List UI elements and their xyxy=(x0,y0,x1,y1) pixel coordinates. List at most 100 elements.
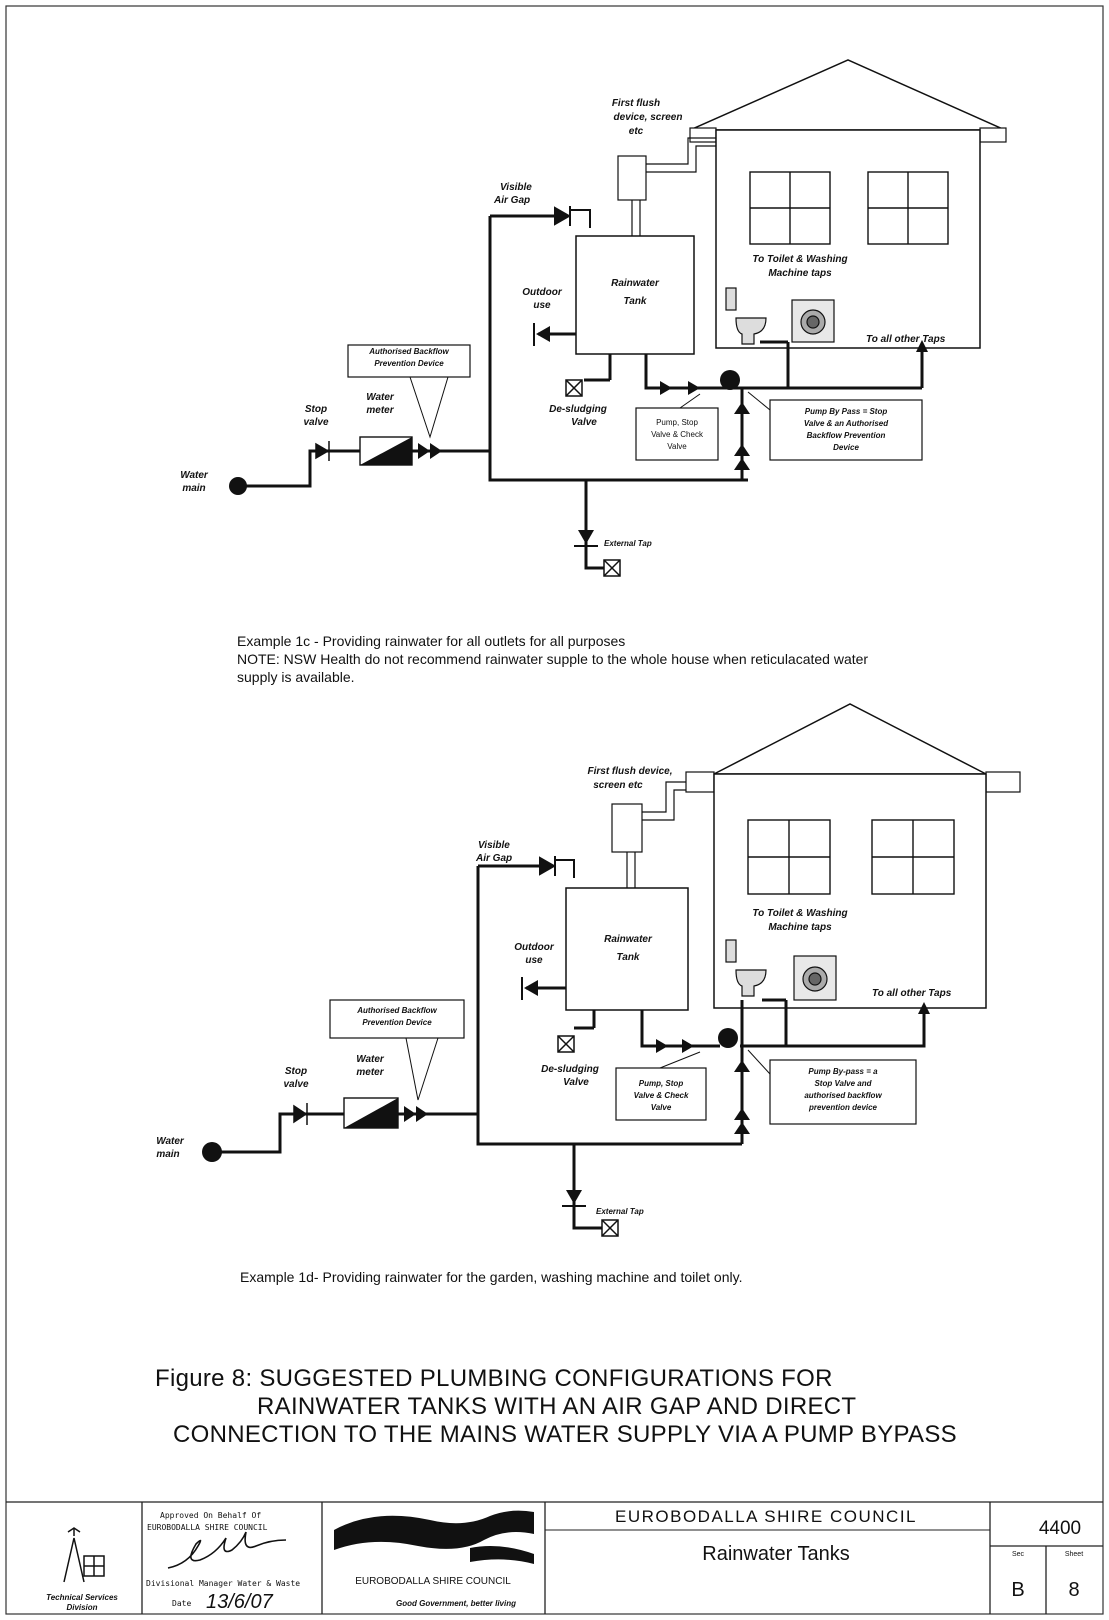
svg-text:Air Gap: Air Gap xyxy=(475,853,512,864)
date-value: 13/6/07 xyxy=(206,1591,274,1613)
air-gap-tap xyxy=(554,206,591,228)
backflow-label: Authorised Backflow xyxy=(356,1006,437,1015)
svg-text:Air Gap: Air Gap xyxy=(493,195,530,206)
backflow-label: Authorised Backflow xyxy=(368,347,449,356)
water-meter-label: Water xyxy=(356,1054,385,1065)
svg-text:use: use xyxy=(525,955,543,966)
water-meter xyxy=(359,436,413,466)
caption-1d: Example 1d- Providing rainwater for the … xyxy=(240,1269,742,1285)
diagram-1d-labels: First flush device, screen etc Visible A… xyxy=(156,766,952,1285)
house-eave-left xyxy=(685,771,715,793)
first-flush-label: First flush xyxy=(612,98,660,109)
window xyxy=(867,171,949,245)
diagram-1d xyxy=(202,703,1021,1237)
svg-text:Device: Device xyxy=(833,443,859,452)
svg-text:prevention device: prevention device xyxy=(808,1103,878,1112)
svg-text:main: main xyxy=(156,1149,179,1160)
air-gap-label: Visible xyxy=(478,840,510,851)
svg-text:EUROBODALLA SHIRE COUNCIL: EUROBODALLA SHIRE COUNCIL xyxy=(147,1523,268,1532)
water-main-label: Water xyxy=(156,1136,185,1147)
water-main-label: Water xyxy=(180,470,209,481)
figure-title: Figure 8: SUGGESTED PLUMBING CONFIGURATI… xyxy=(155,1365,957,1448)
sec-label: Sec xyxy=(1012,1551,1025,1558)
bypass-label: Pump By-pass = a xyxy=(808,1067,878,1076)
pump-callout xyxy=(635,407,719,461)
diagram-1c xyxy=(229,59,1007,577)
svg-text:etc: etc xyxy=(629,126,644,137)
approved-text: Approved On Behalf Of xyxy=(160,1511,261,1520)
svg-text:Valve: Valve xyxy=(651,1103,672,1112)
toilet-taps-label: To Toilet & Washing xyxy=(752,908,847,919)
washing-machine-icon xyxy=(793,955,837,1001)
svg-text:valve: valve xyxy=(283,1079,308,1090)
stop-valve-label: Stop xyxy=(305,404,327,415)
desludging-label: De-sludging xyxy=(549,404,607,415)
sheet-value: 8 xyxy=(1068,1579,1079,1601)
house-roof xyxy=(689,59,1006,131)
svg-text:Machine taps: Machine taps xyxy=(768,922,832,933)
svg-text:Valve & Check: Valve & Check xyxy=(651,430,704,439)
svg-text:Stop Valve and: Stop Valve and xyxy=(814,1079,872,1088)
diagram-1c-labels: First flush device, screen etc Visible A… xyxy=(180,98,946,685)
desludging-valve xyxy=(565,379,583,397)
svg-text:Valve & an Authorised: Valve & an Authorised xyxy=(804,419,889,428)
svg-text:Division: Division xyxy=(66,1603,97,1612)
svg-text:Tank: Tank xyxy=(617,952,640,963)
house-wall xyxy=(713,773,987,1009)
council-slogan: Good Government, better living xyxy=(396,1599,516,1608)
external-tap xyxy=(574,530,621,577)
sheet-label: Sheet xyxy=(1065,1551,1083,1558)
external-tap-label: External Tap xyxy=(604,539,652,548)
pump-label: Pump, Stop xyxy=(639,1079,684,1088)
svg-text:CONNECTION TO THE MAINS WATER: CONNECTION TO THE MAINS WATER SUPPLY VIA… xyxy=(173,1421,957,1448)
window xyxy=(749,171,831,245)
svg-text:main: main xyxy=(182,483,205,494)
air-gap-label: Visible xyxy=(500,182,532,193)
house-eave-right xyxy=(979,127,1007,143)
house-wall xyxy=(715,129,981,349)
council-logo-name: EUROBODALLA SHIRE COUNCIL xyxy=(355,1576,511,1587)
external-tap xyxy=(562,1190,619,1237)
department-name: Technical Services xyxy=(46,1593,118,1602)
desludging-valve xyxy=(557,1035,575,1053)
first-flush-label: First flush device, xyxy=(587,766,672,777)
pump-label: Pump, Stop xyxy=(656,418,698,427)
note-1c: NOTE: NSW Health do not recommend rainwa… xyxy=(237,651,868,667)
outdoor-tap xyxy=(521,977,566,1000)
house-roof xyxy=(713,703,987,775)
backflow-callout xyxy=(329,999,465,1039)
svg-text:Valve: Valve xyxy=(571,417,597,428)
svg-text:Backflow Prevention: Backflow Prevention xyxy=(807,431,886,440)
svg-text:Valve: Valve xyxy=(563,1077,589,1088)
svg-text:Tank: Tank xyxy=(624,296,647,307)
svg-text:valve: valve xyxy=(303,417,328,428)
other-taps-label: To all other Taps xyxy=(866,334,946,345)
council-header: EUROBODALLA SHIRE COUNCIL xyxy=(615,1507,917,1526)
pump-icon xyxy=(720,370,740,390)
svg-text:RAINWATER TANKS WITH AN AIR GA: RAINWATER TANKS WITH AN AIR GAP AND DIRE… xyxy=(257,1393,856,1420)
toilet-icon xyxy=(725,287,767,345)
water-main-connection xyxy=(202,1142,222,1162)
caption-1c: Example 1c - Providing rainwater for all… xyxy=(237,633,625,649)
council-logo xyxy=(334,1510,534,1564)
technical-services-logo xyxy=(63,1527,105,1583)
outdoor-label: Outdoor xyxy=(514,942,555,953)
tank-label: Rainwater xyxy=(611,278,660,289)
stop-valve-label: Stop xyxy=(285,1066,307,1077)
outdoor-label: Outdoor xyxy=(522,287,563,298)
tank-label: Rainwater xyxy=(604,934,653,945)
water-meter-label: Water xyxy=(366,392,395,403)
signature xyxy=(167,1531,287,1569)
svg-text:Prevention Device: Prevention Device xyxy=(362,1018,432,1027)
water-meter xyxy=(343,1097,399,1129)
outdoor-tap xyxy=(533,323,576,346)
bypass-callout xyxy=(769,399,923,461)
water-main-connection xyxy=(229,477,247,495)
sec-value: B xyxy=(1011,1579,1024,1601)
air-gap-tap xyxy=(539,856,575,878)
document-title: Rainwater Tanks xyxy=(702,1543,849,1565)
first-flush-device xyxy=(617,155,647,201)
house-eave-right xyxy=(985,771,1021,793)
toilet-icon xyxy=(725,939,767,997)
window xyxy=(747,819,831,895)
